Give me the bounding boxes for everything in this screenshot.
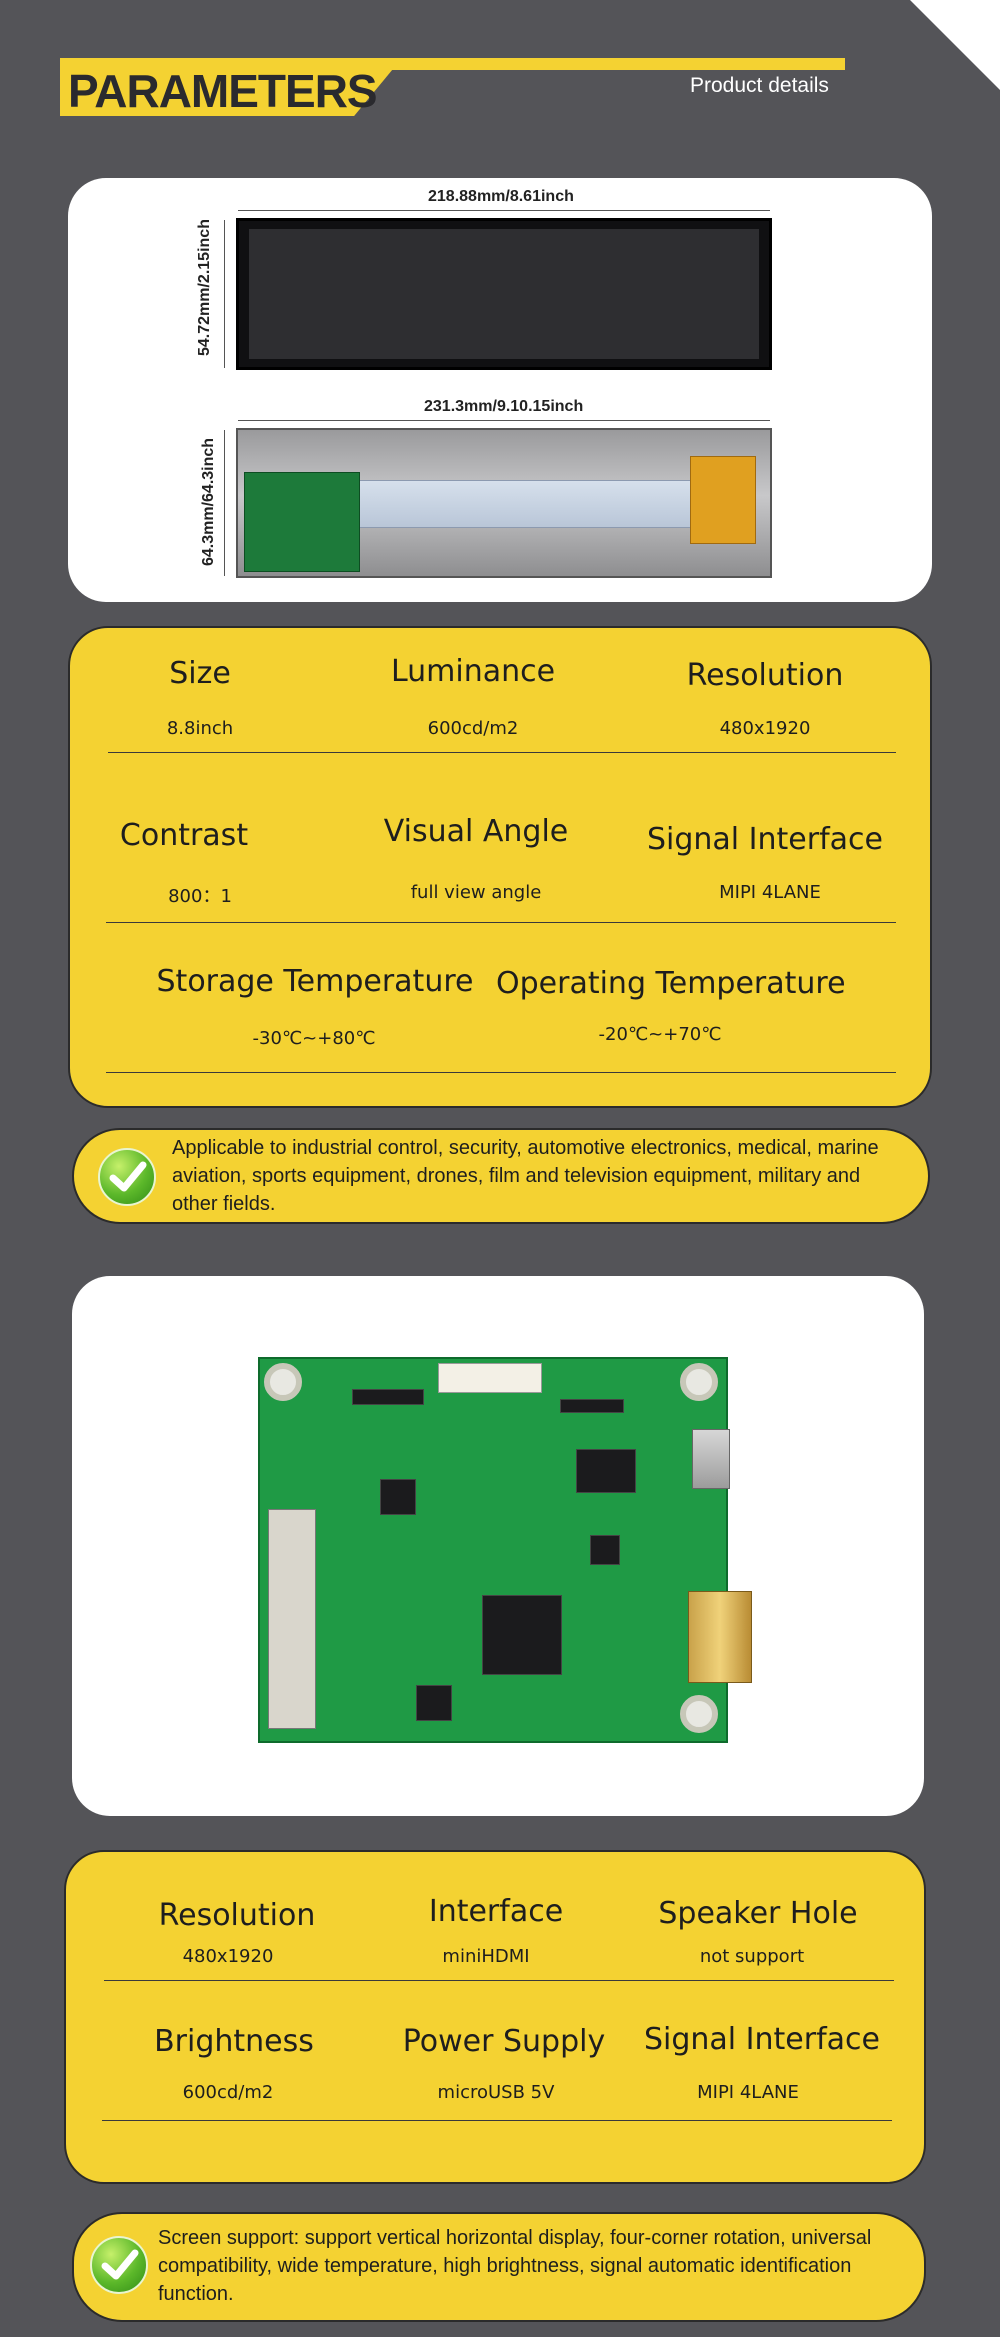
board-spec-label-brightness: Brightness: [154, 2024, 314, 2059]
mount-hole: [680, 1363, 718, 1401]
screen-spec-card: [68, 626, 932, 1108]
board-spec-value-brightness: 600cd/m2: [182, 2082, 274, 2103]
header-accent-block: [60, 58, 402, 116]
spec-value-luminance: 600cd/m2: [427, 718, 519, 739]
small-chip: [352, 1389, 424, 1405]
spec-label-signal-interface: Signal Interface: [646, 822, 883, 857]
lcd-back-view: [236, 428, 772, 578]
board-note-pill: [72, 2212, 926, 2322]
spec-value-resolution: 480x1920: [719, 718, 811, 739]
board-spec-card: [64, 1850, 926, 2184]
small-chip: [416, 1685, 452, 1721]
mount-hole: [264, 1363, 302, 1401]
spec-label-visual-angle: Visual Angle: [383, 814, 569, 849]
ribbon-cable-image: [360, 480, 690, 528]
spec-value-visual-angle: full view angle: [410, 882, 542, 903]
page-subtitle: Product details: [690, 74, 829, 97]
front-width-label: 218.88mm/8.61inch: [428, 188, 574, 205]
board-spec-divider: [102, 2120, 892, 2121]
corner-decoration: [910, 0, 1000, 90]
spec-divider: [106, 1072, 896, 1073]
front-width-line: [238, 210, 770, 211]
top-connector: [438, 1363, 542, 1393]
applications-note-pill: [72, 1128, 930, 1224]
flex-connector-image: [690, 456, 756, 544]
spec-label-contrast: Contrast: [119, 818, 249, 853]
board-spec-value-signal-interface: MIPI 4LANE: [697, 2082, 799, 2103]
board-spec-value-power-supply: microUSB 5V: [437, 2082, 555, 2103]
spec-value-operating-temperature: -20℃~+70℃: [598, 1024, 722, 1045]
front-height-line: [224, 220, 225, 368]
small-chip: [560, 1399, 624, 1413]
page-title: PARAMETERS: [68, 65, 378, 117]
small-chip: [380, 1479, 416, 1515]
lcd-front-view: [236, 218, 772, 370]
board-spec-value-resolution: 480x1920: [182, 1946, 274, 1967]
check-circle-icon: [98, 1148, 156, 1206]
check-circle-icon: [90, 2236, 148, 2294]
spec-divider: [106, 922, 896, 923]
spec-value-signal-interface: MIPI 4LANE: [719, 882, 821, 903]
board-spec-value-speaker-hole: not support: [699, 1946, 805, 1967]
board-spec-label-signal-interface: Signal Interface: [643, 2022, 880, 2057]
main-chip: [482, 1595, 562, 1675]
board-spec-divider: [104, 1980, 894, 1981]
board-spec-label-interface: Interface: [428, 1894, 564, 1929]
board-spec-label-power-supply: Power Supply: [402, 2024, 606, 2059]
spec-label-size: Size: [169, 656, 231, 691]
spec-value-size: 8.8inch: [166, 718, 234, 739]
spec-label-resolution: Resolution: [686, 658, 844, 693]
spec-label-storage-temperature: Storage Temperature: [156, 964, 474, 999]
fpc-connector: [268, 1509, 316, 1729]
board-spec-label-resolution: Resolution: [158, 1898, 316, 1933]
mount-hole: [680, 1695, 718, 1733]
board-note-text: Screen support: support vertical horizon…: [158, 2227, 872, 2305]
spec-value-storage-temperature: -30℃~+80℃: [252, 1028, 376, 1049]
spec-label-operating-temperature: Operating Temperature: [496, 966, 846, 1001]
front-height-label: 54.72mm/2.15inch: [196, 219, 213, 356]
driver-board-image: [258, 1357, 752, 1743]
spec-value-contrast: 800：1: [168, 886, 232, 907]
microusb-port: [692, 1429, 730, 1489]
applications-note-text: Applicable to industrial control, securi…: [172, 1137, 879, 1215]
spec-label-luminance: Luminance: [390, 654, 556, 689]
board-spec-value-interface: miniHDMI: [442, 1946, 530, 1967]
secondary-chip: [576, 1449, 636, 1493]
minihdmi-port: [688, 1591, 752, 1683]
back-width-label: 231.3mm/9.10.15inch: [424, 398, 584, 415]
back-height-label: 64.3mm/64.3inch: [200, 437, 217, 566]
back-width-line: [238, 420, 770, 421]
driver-pcb-image: [244, 472, 360, 572]
back-height-line: [224, 430, 225, 576]
board-spec-label-speaker-hole: Speaker Hole: [658, 1896, 858, 1931]
small-chip: [590, 1535, 620, 1565]
spec-divider: [108, 752, 896, 753]
